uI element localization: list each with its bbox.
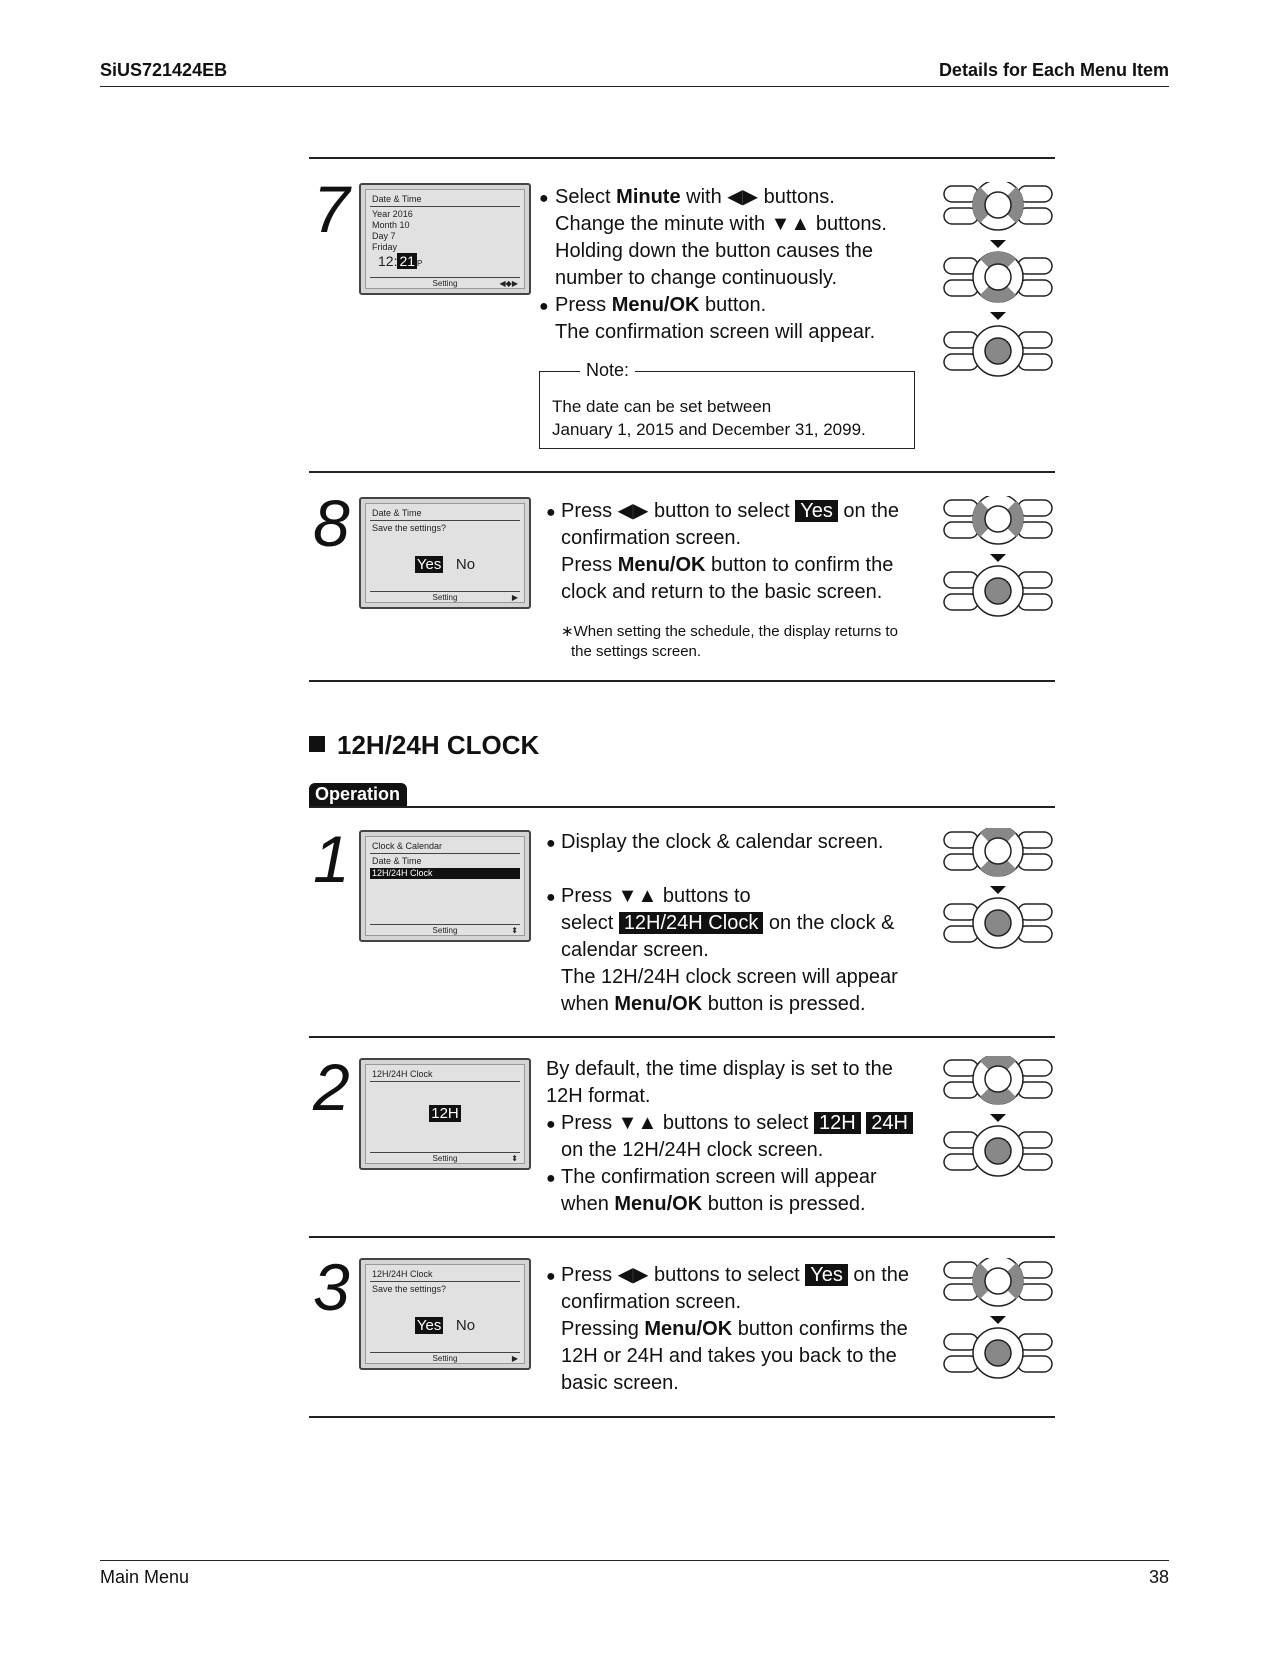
lcd-screen: Date & Time Save the settings? Yes No Se…	[359, 497, 531, 609]
operation-rule	[309, 806, 1055, 808]
lcd-title: 12H/24H Clock	[372, 1269, 433, 1279]
step-divider	[309, 1416, 1055, 1418]
step8-footnote: ∗When setting the schedule, the display …	[561, 623, 898, 660]
lcd-menu-item-selected: 12H/24H Clock	[370, 868, 520, 879]
step-number: 7	[313, 172, 350, 246]
lcd-yes-no: Yes No	[414, 1317, 476, 1334]
note-box: Note: The date can be set between Januar…	[539, 360, 915, 449]
square-bullet-icon	[309, 736, 325, 752]
lcd-day: Day 7	[372, 231, 396, 241]
page-number: 38	[1148, 1567, 1169, 1587]
lcd-arrow-icon: ◀◆▶	[499, 279, 518, 288]
lcd-title: 12H/24H Clock	[372, 1069, 433, 1079]
operation-tab-label: Operation	[309, 783, 408, 806]
step7-instructions: Select Minute with ◀▶ buttons. Change th…	[555, 186, 887, 343]
op1-instructions: Press ▼▲ buttons to select 12H/24H Clock…	[561, 885, 898, 1015]
note-line: January 1, 2015 and December 31, 2099.	[552, 420, 866, 439]
bullet: ●	[546, 889, 556, 906]
lcd-yes-no: Yes No	[414, 556, 476, 573]
footer-rule	[100, 1560, 1169, 1561]
op2-intro: By default, the time display is set to t…	[546, 1058, 893, 1107]
remote-control-buttons-icon	[943, 1258, 1053, 1379]
bullet: ●	[546, 1170, 556, 1187]
step-number: 1	[313, 822, 350, 896]
lcd-prompt: Save the settings?	[372, 523, 447, 533]
lcd-screen: Date & Time Year 2016 Month 10 Day 7 Fri…	[359, 183, 531, 295]
bullet: ●	[546, 835, 556, 852]
step-divider	[309, 157, 1055, 159]
step-divider	[309, 1036, 1055, 1038]
lcd-month: Month 10	[372, 220, 410, 230]
step8-instructions: Press ◀▶ button to select Yes on the con…	[561, 500, 900, 603]
lcd-arrow-icon: ▶	[511, 1354, 518, 1363]
footer-chapter: Main Menu	[100, 1567, 190, 1587]
lcd-footer: Setting	[432, 926, 458, 935]
lcd-footer: Setting	[432, 1354, 458, 1363]
document-id: SiUS721424EB	[100, 60, 228, 80]
lcd-screen: Clock & Calendar Date & Time 12H/24H Clo…	[359, 830, 531, 942]
op2-instructions-2: The confirmation screen will appear when…	[561, 1166, 877, 1215]
remote-control-buttons-icon	[943, 828, 1053, 949]
lcd-arrow-icon: ▶	[511, 593, 518, 602]
lcd-year: Year 2016	[372, 209, 413, 219]
bullet: ●	[546, 1116, 556, 1133]
lcd-weekday: Friday	[372, 242, 398, 252]
header-rule	[100, 86, 1169, 87]
bullet: ●	[546, 1268, 556, 1285]
lcd-footer: Setting	[432, 279, 458, 288]
lcd-screen: 12H/24H Clock Save the settings? Yes No …	[359, 1258, 531, 1370]
step-number: 2	[313, 1050, 350, 1124]
step-number: 3	[313, 1250, 350, 1324]
step-divider	[309, 471, 1055, 473]
lcd-footer: Setting	[432, 1154, 458, 1163]
lcd-prompt: Save the settings?	[372, 1284, 447, 1294]
remote-control-buttons-icon	[943, 496, 1053, 617]
note-line: The date can be set between	[552, 397, 772, 416]
step-divider	[309, 1236, 1055, 1238]
remote-control-buttons-icon	[943, 1056, 1053, 1177]
section-title: 12H/24H CLOCK	[309, 730, 539, 761]
lcd-screen: 12H/24H Clock 12H Setting ⬍	[359, 1058, 531, 1170]
lcd-value: 12H	[429, 1105, 461, 1122]
op3-instructions: Press ◀▶ buttons to select Yes on the co…	[561, 1264, 910, 1394]
lcd-menu-item: Date & Time	[372, 856, 422, 866]
lcd-arrow-icon: ⬍	[511, 926, 518, 935]
step-divider	[309, 680, 1055, 682]
bullet: ●	[539, 190, 549, 207]
note-label: Note:	[580, 360, 636, 381]
lcd-title: Clock & Calendar	[372, 841, 443, 851]
remote-control-buttons-icon	[943, 182, 1053, 377]
op2-instructions: Press ▼▲ buttons to select 12H 24H on th…	[561, 1110, 941, 1164]
lcd-footer: Setting	[432, 593, 458, 602]
lcd-arrow-icon: ⬍	[511, 1154, 518, 1163]
bullet: ●	[546, 504, 556, 521]
lcd-title: Date & Time	[372, 508, 422, 518]
section-header: Details for Each Menu Item	[938, 60, 1169, 80]
op1-line1: Display the clock & calendar screen.	[561, 831, 884, 853]
step-number: 8	[313, 486, 350, 560]
bullet: ●	[539, 298, 549, 315]
lcd-title: Date & Time	[372, 194, 422, 204]
